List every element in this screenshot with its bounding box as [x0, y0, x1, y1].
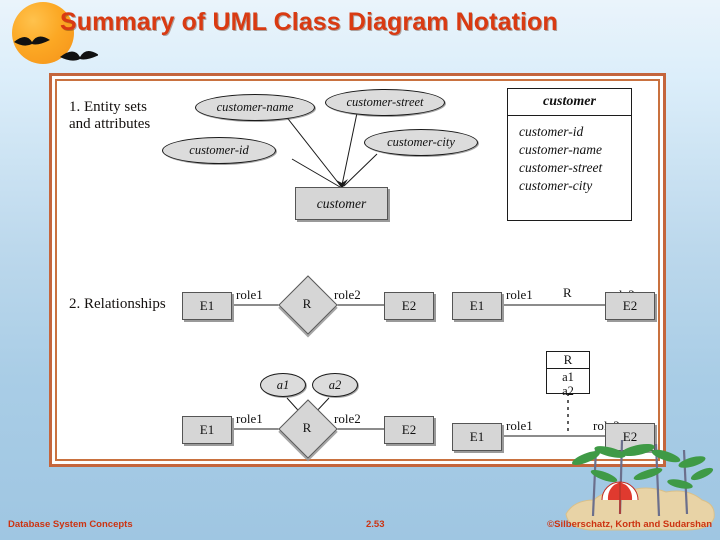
- er-attribute-ellipse-customer-name: customer-name: [195, 94, 315, 121]
- uml-class-box-customer: customer customer-id customer-name custo…: [507, 88, 632, 221]
- uml-association-class-attribute: a2: [562, 384, 574, 398]
- uml-association-class-attributes: a1 a2: [547, 369, 589, 398]
- er-role-label-left-attrs: role1: [236, 411, 263, 426]
- er-relationship-label-simple: R: [302, 296, 312, 311]
- er-attribute-ellipse-customer-street: customer-street: [325, 89, 445, 116]
- uml-class-attribute: customer-city: [519, 178, 593, 193]
- er-role-label-right-attrs: role2: [334, 411, 361, 426]
- uml-association-label-simple: R: [563, 285, 572, 300]
- diagram-canvas: 1. Entity sets and attributes 2. Relatio…: [57, 81, 658, 459]
- er-entity-box-e1-simple: E1: [182, 292, 232, 320]
- uml-association-class-name: R: [547, 352, 589, 369]
- uml-entity-box-e1-attrs: E1: [452, 423, 502, 451]
- er-relationship-attribute-a1: a1: [260, 373, 306, 397]
- uml-class-attribute: customer-street: [519, 160, 603, 175]
- er-role-label-left-simple: role1: [236, 287, 263, 302]
- uml-class-attribute: customer-id: [519, 124, 584, 139]
- er-attribute-ellipse-customer-id: customer-id: [162, 137, 276, 164]
- uml-entity-box-e2-attrs: E2: [605, 423, 655, 451]
- uml-association-class-box: R a1 a2: [546, 351, 590, 398]
- er-entity-box-e2-simple: E2: [384, 292, 434, 320]
- page-title: Summary of UML Class Diagram Notation: [60, 8, 558, 36]
- content-frame: 1. Entity sets and attributes 2. Relatio…: [49, 73, 666, 467]
- section-label-entity-sets: 1. Entity sets and attributes: [69, 99, 151, 132]
- er-attribute-ellipse-customer-city: customer-city: [364, 129, 478, 156]
- sun-icon: [12, 2, 74, 64]
- footer-left-text: Database System Concepts: [8, 519, 133, 530]
- uml-role-label-left-attrs: role1: [506, 418, 533, 433]
- er-relationship-label-attrs: R: [302, 420, 312, 435]
- uml-role-label-left-simple: role1: [506, 287, 533, 302]
- er-relationship-attribute-a2: a2: [312, 373, 358, 397]
- uml-class-name: customer: [508, 89, 631, 116]
- er-entity-box-customer: customer: [295, 187, 388, 220]
- section-label-relationships: 2. Relationships: [69, 296, 166, 312]
- uml-entity-box-e2-simple: E2: [605, 292, 655, 320]
- uml-association-class-attribute: a1: [562, 370, 574, 384]
- footer-page-number: 2.53: [366, 519, 385, 530]
- footer-copyright: ©Silberschatz, Korth and Sudarshan: [547, 519, 712, 530]
- uml-entity-box-e1-simple: E1: [452, 292, 502, 320]
- content-frame-inner: 1. Entity sets and attributes 2. Relatio…: [55, 79, 660, 461]
- uml-class-attribute: customer-name: [519, 142, 602, 157]
- bird-silhouettes-icon: [14, 36, 98, 61]
- uml-class-attributes: customer-id customer-name customer-stree…: [508, 116, 631, 195]
- footer: Database System Concepts 2.53 ©Silbersch…: [0, 519, 720, 533]
- er-entity-box-e1-attrs: E1: [182, 416, 232, 444]
- er-role-label-right-simple: role2: [334, 287, 361, 302]
- sun-decoration: [4, 2, 98, 64]
- er-entity-box-e2-attrs: E2: [384, 416, 434, 444]
